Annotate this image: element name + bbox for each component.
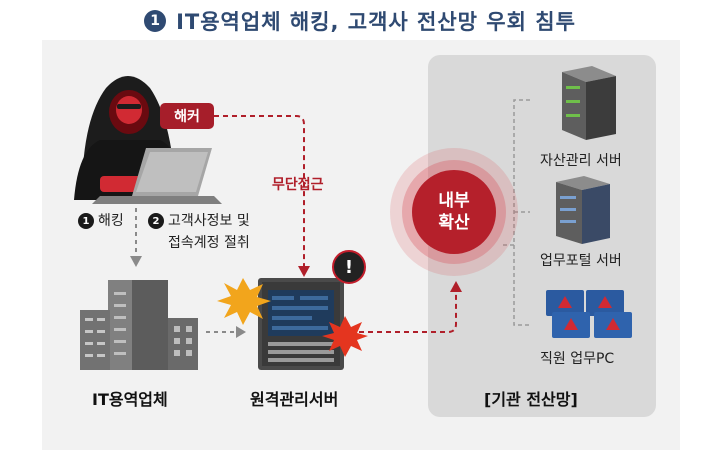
employee-pc-icons [546,290,632,338]
vendor-arrowhead [236,326,246,338]
step2-number: 2 [148,213,164,229]
step2-text-line1: 고객사정보 및 [168,213,250,229]
alert-icon: ! [332,250,366,284]
network-bracket [500,99,530,326]
hack-arrowhead [130,256,142,267]
access-arrowhead [298,266,310,277]
access-line [214,115,305,268]
asset-server-icon [562,66,616,140]
portal-server-label: 업무포털 서버 [540,253,622,269]
internal-spread-badge: 내부 확산 [412,170,496,254]
unauthorized-access-label: 무단접근 [272,177,324,193]
step1-number: 1 [78,213,94,229]
title-text: IT용역업체 해킹, 고객사 전산망 우회 침투 [176,10,576,34]
laptop [92,148,222,204]
step2-text-line2: 접속계정 절취 [168,235,250,251]
step1-text: 해킹 [98,213,124,229]
internal-spread-line2: 확산 [438,213,470,233]
diagram-title: 1 IT용역업체 해킹, 고객사 전산망 우회 침투 [0,4,720,38]
network-label: [기관 전산망] [484,390,578,409]
internal-spread-line1: 내부 [438,191,470,211]
vendor-label: IT용역업체 [92,390,168,409]
spread-arrowhead [450,281,462,292]
burst-icon [217,278,368,357]
remote-server-label: 원격관리서버 [250,390,339,409]
remote-server [258,278,344,370]
vendor-building [80,280,198,370]
title-number-badge: 1 [144,10,167,32]
portal-server-icon [556,176,610,244]
asset-server-label: 자산관리 서버 [540,153,622,169]
spread-line [350,290,457,333]
employee-pc-label: 직원 업무PC [540,351,615,367]
hacker-tag: 해커 [160,103,214,129]
